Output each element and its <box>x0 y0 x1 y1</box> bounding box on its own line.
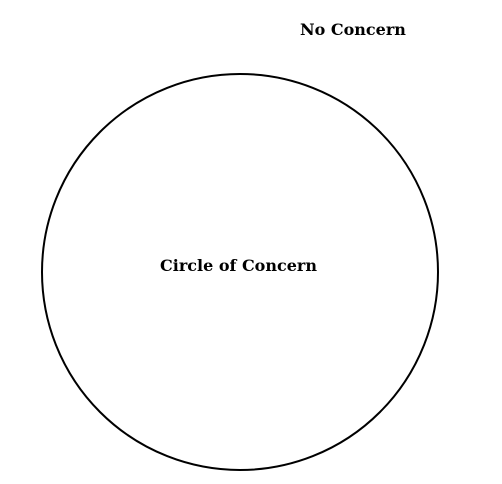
no-concern-label: No Concern <box>300 20 406 39</box>
circle-of-concern-shape <box>41 73 439 471</box>
circle-of-concern-label: Circle of Concern <box>160 256 317 275</box>
